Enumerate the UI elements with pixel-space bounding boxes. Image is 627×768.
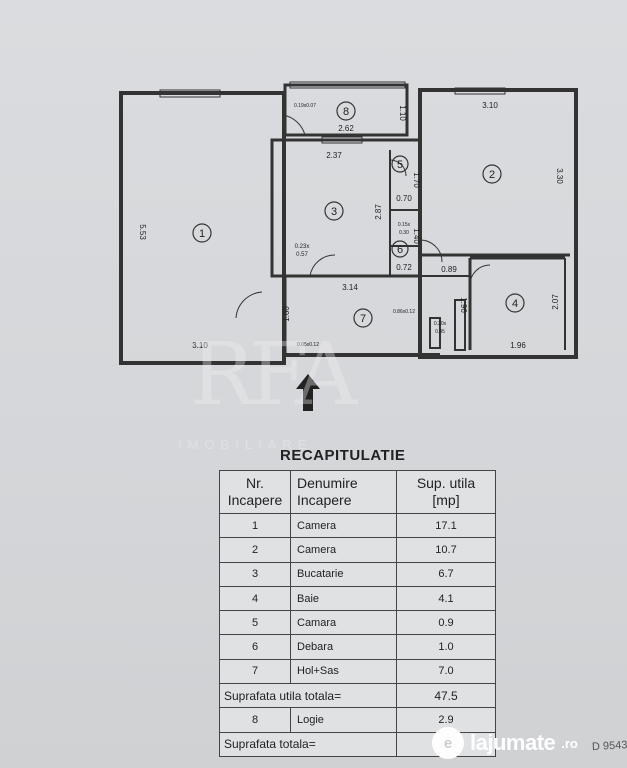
svg-text:1.60: 1.60 bbox=[282, 306, 291, 322]
svg-text:3.30: 3.30 bbox=[555, 168, 564, 184]
room-5-label: 5 bbox=[397, 159, 403, 171]
svg-text:0.20x: 0.20x bbox=[434, 321, 447, 327]
svg-text:3.10: 3.10 bbox=[482, 101, 498, 110]
recap-title: RECAPITULATIE bbox=[280, 447, 406, 464]
svg-text:0.15x: 0.15x bbox=[398, 222, 411, 228]
dimension-labels: 2.62 1.10 0.19x0.07 3.10 3.30 5.53 3.10 … bbox=[138, 101, 564, 350]
room-3-label: 3 bbox=[331, 206, 337, 218]
svg-text:0.72: 0.72 bbox=[396, 263, 412, 272]
svg-text:0.19x0.07: 0.19x0.07 bbox=[294, 103, 316, 109]
document-reference: D 95430 bbox=[591, 738, 627, 754]
room-6-label: 6 bbox=[397, 244, 403, 256]
svg-text:1.10: 1.10 bbox=[398, 105, 407, 121]
svg-text:3.10: 3.10 bbox=[192, 341, 208, 350]
svg-text:2.87: 2.87 bbox=[374, 204, 383, 220]
header-nr: Nr.Incapere bbox=[219, 470, 291, 514]
floor-plan-drawing: 1 2 3 4 5 6 7 8 2.62 1.10 0.19x0.07 3.10… bbox=[119, 81, 578, 411]
svg-text:0.05x0.12: 0.05x0.12 bbox=[297, 342, 319, 348]
brand-tld: .ro bbox=[561, 735, 578, 751]
svg-text:1.96: 1.96 bbox=[510, 341, 526, 350]
svg-text:1.70: 1.70 bbox=[412, 172, 421, 188]
svg-text:1.40: 1.40 bbox=[412, 228, 421, 244]
entrance-arrow-icon bbox=[296, 374, 320, 411]
svg-text:2.07: 2.07 bbox=[551, 294, 560, 310]
subtotal-row: Suprafata utila totala=47.5 bbox=[219, 683, 496, 709]
svg-text:0.70: 0.70 bbox=[396, 194, 412, 203]
svg-text:0.30: 0.30 bbox=[399, 230, 409, 236]
room-8-label: 8 bbox=[343, 106, 349, 118]
svg-text:2.62: 2.62 bbox=[338, 124, 354, 133]
svg-text:0.89: 0.89 bbox=[441, 265, 457, 274]
svg-text:2.37: 2.37 bbox=[326, 151, 342, 160]
svg-text:0.57: 0.57 bbox=[296, 252, 308, 258]
svg-text:0.45: 0.45 bbox=[435, 329, 445, 335]
svg-text:0.23x: 0.23x bbox=[295, 244, 310, 250]
svg-text:5.53: 5.53 bbox=[138, 224, 147, 240]
room-7-label: 7 bbox=[360, 313, 366, 325]
svg-text:1.96: 1.96 bbox=[459, 297, 468, 313]
site-watermark: e lajumate .ro bbox=[432, 727, 578, 759]
header-suprafata: Sup. utila[mp] bbox=[396, 470, 496, 514]
svg-text:0.86x0.12: 0.86x0.12 bbox=[393, 309, 415, 315]
brand-name: lajumate bbox=[470, 730, 556, 755]
room-4-label: 4 bbox=[512, 298, 518, 310]
brand-logo-icon: e bbox=[432, 727, 464, 759]
room-2-label: 2 bbox=[489, 169, 495, 181]
svg-text:3.14: 3.14 bbox=[342, 283, 358, 292]
room-1-label: 1 bbox=[199, 228, 205, 240]
